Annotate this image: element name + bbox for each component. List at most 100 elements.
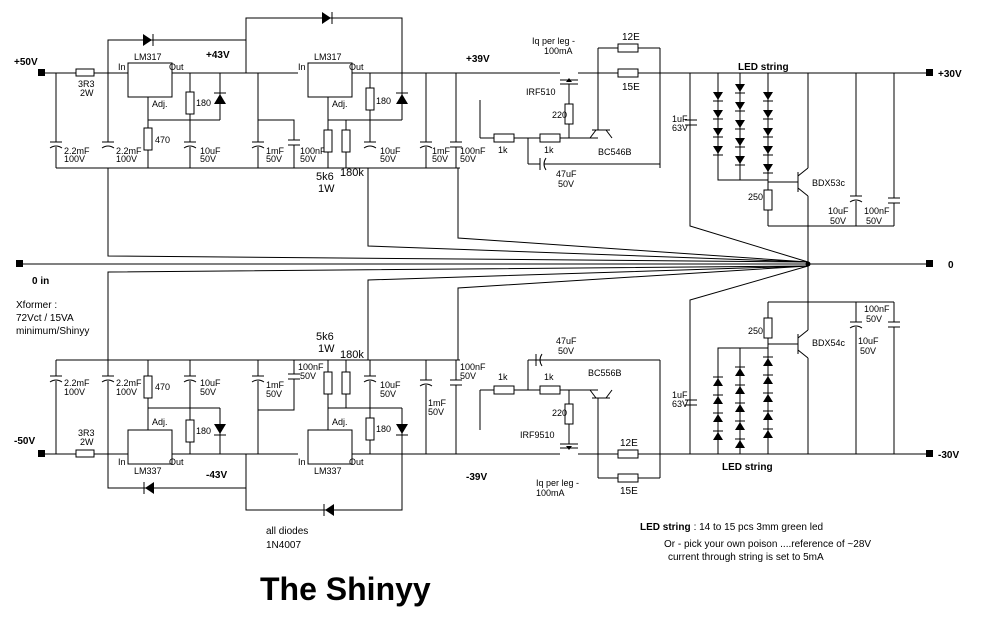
svg-text:63V: 63V [672, 399, 688, 409]
svg-text:50V: 50V [558, 179, 574, 189]
terminal-neg-out [926, 450, 933, 457]
label-zero-out: 0 [948, 260, 954, 271]
bottom-half: 3R3 2W 2.2mF 100V 2.2mF 100V LM337 In Ou… [49, 301, 900, 516]
led-note: LED string: 14 to 15 pcs 3mm green led O… [640, 522, 871, 563]
capacitor-1mf-bottom-2: 1mF 50V [428, 398, 447, 417]
xformer-note: Xformer : 72Vct / 15VA minimum/Shinyy [16, 300, 89, 337]
svg-text:470: 470 [155, 382, 170, 392]
resistor-250-top [763, 189, 773, 211]
led-icon [713, 396, 723, 404]
diode-adj-bottom-2 [396, 424, 408, 434]
led-icon [763, 110, 773, 118]
label-neg-in: -50V [14, 436, 35, 447]
svg-text:10uF: 10uF [380, 146, 401, 156]
led-icon [763, 92, 773, 100]
led-icon [713, 110, 723, 118]
svg-text:In: In [118, 457, 126, 467]
led-icon [735, 120, 745, 128]
resistor-1k-bottom-1 [493, 385, 515, 395]
svg-text:1k: 1k [544, 372, 554, 382]
led-icon [763, 358, 773, 366]
diode-bypass-bottom-2 [325, 504, 334, 516]
svg-text:IRF510: IRF510 [526, 87, 556, 97]
regulator-lm337-bottom-2 [307, 429, 353, 465]
svg-text:470: 470 [155, 135, 170, 145]
svg-text:63V: 63V [672, 123, 688, 133]
resistor-180-bottom-2 [365, 417, 375, 441]
label-led-string-bottom: LED string [722, 462, 773, 473]
svg-text:1mF: 1mF [432, 146, 451, 156]
diode-adj-top-2 [396, 94, 408, 104]
led-icon [763, 128, 773, 136]
resistor-12e-bottom [617, 449, 639, 459]
svg-text:50V: 50V [460, 371, 476, 381]
svg-text:10uF: 10uF [200, 378, 221, 388]
label-led-string-top: LED string [738, 62, 789, 73]
diode-bypass-top-2 [322, 12, 331, 24]
svg-text:1uF: 1uF [672, 390, 688, 400]
svg-text:BC556B: BC556B [588, 368, 622, 378]
led-icon [735, 440, 745, 448]
svg-text:2.2mF: 2.2mF [116, 146, 142, 156]
svg-text:1W: 1W [318, 183, 335, 195]
svg-text:47uF: 47uF [556, 169, 577, 179]
svg-text:100nF: 100nF [864, 304, 890, 314]
resistor-5k6-top [323, 129, 333, 153]
svg-text:LM337: LM337 [314, 466, 342, 476]
terminal-zero-out [926, 260, 933, 267]
diode-bypass-top-1 [143, 34, 152, 46]
capacitor-10u-bottom-2: 10uF 50V [380, 380, 401, 399]
resistor-180-top-1 [185, 91, 195, 115]
capacitor-1mf-top-1: 1mF 50V [266, 146, 285, 164]
capacitor-100n-out-bottom: 100nF 50V [864, 304, 890, 324]
top-half: 3R3 2W 2.2mF 100V 2.2mF 100V LM317 In Ou… [49, 12, 900, 227]
label-3r3-top: 3R3 [78, 79, 95, 89]
svg-text:2W: 2W [80, 437, 94, 447]
svg-text:100nF: 100nF [460, 146, 486, 156]
svg-text:In: In [118, 62, 126, 72]
led-icon [713, 378, 723, 386]
svg-text:BDX53c: BDX53c [812, 178, 846, 188]
svg-text:Out: Out [349, 457, 364, 467]
led-string-top [713, 84, 773, 174]
regulator-lm317-top-2 [307, 62, 353, 98]
resistor-180k-top [341, 129, 351, 153]
svg-text:50V: 50V [266, 154, 282, 164]
svg-text:Out: Out [169, 457, 184, 467]
svg-text:Adj.: Adj. [332, 417, 348, 427]
led-icon [763, 394, 773, 402]
led-icon [763, 164, 773, 172]
svg-text:10uF: 10uF [828, 206, 849, 216]
terminal-neg-in [38, 450, 45, 457]
svg-text:250: 250 [748, 326, 763, 336]
svg-text:47uF: 47uF [556, 336, 577, 346]
svg-text:100V: 100V [116, 387, 137, 397]
resistor-250-bottom [763, 317, 773, 339]
label-pos-43: +43V [206, 50, 230, 61]
svg-text:all diodes: all diodes [266, 526, 308, 537]
svg-text:180: 180 [196, 426, 211, 436]
svg-text:50V: 50V [380, 389, 396, 399]
transistor-bdx53c [790, 73, 809, 226]
svg-text:In: In [298, 62, 306, 72]
capacitor-10u-out-bottom: 10uF 50V [858, 336, 879, 356]
svg-text:1mF: 1mF [428, 398, 447, 408]
svg-text:10uF: 10uF [858, 336, 879, 346]
svg-text:2.2mF: 2.2mF [64, 146, 90, 156]
capacitor-2200u-bottom-2: 2.2mF 100V [116, 378, 142, 397]
svg-text:12E: 12E [622, 32, 640, 43]
svg-text:100V: 100V [64, 387, 85, 397]
terminal-zero-in [16, 260, 23, 267]
resistor-1k-top-2 [539, 133, 561, 143]
diodes-note: all diodes 1N4007 [266, 526, 308, 551]
led-icon [763, 430, 773, 438]
resistor-1k-top-1 [493, 133, 515, 143]
svg-text:50V: 50V [200, 387, 216, 397]
svg-text:current through string is set: current through string is set to 5mA [668, 552, 824, 563]
svg-text:220: 220 [552, 408, 567, 418]
capacitor-100n-bottom-2: 100nF 50V [460, 362, 486, 381]
capacitor-10u-out-top: 10uF 50V [828, 206, 849, 226]
svg-text:100V: 100V [116, 154, 137, 164]
capacitor-2200u-top-2: 2.2mF 100V [116, 146, 142, 164]
capacitor-10u-top-1: 10uF 50V [200, 146, 221, 164]
